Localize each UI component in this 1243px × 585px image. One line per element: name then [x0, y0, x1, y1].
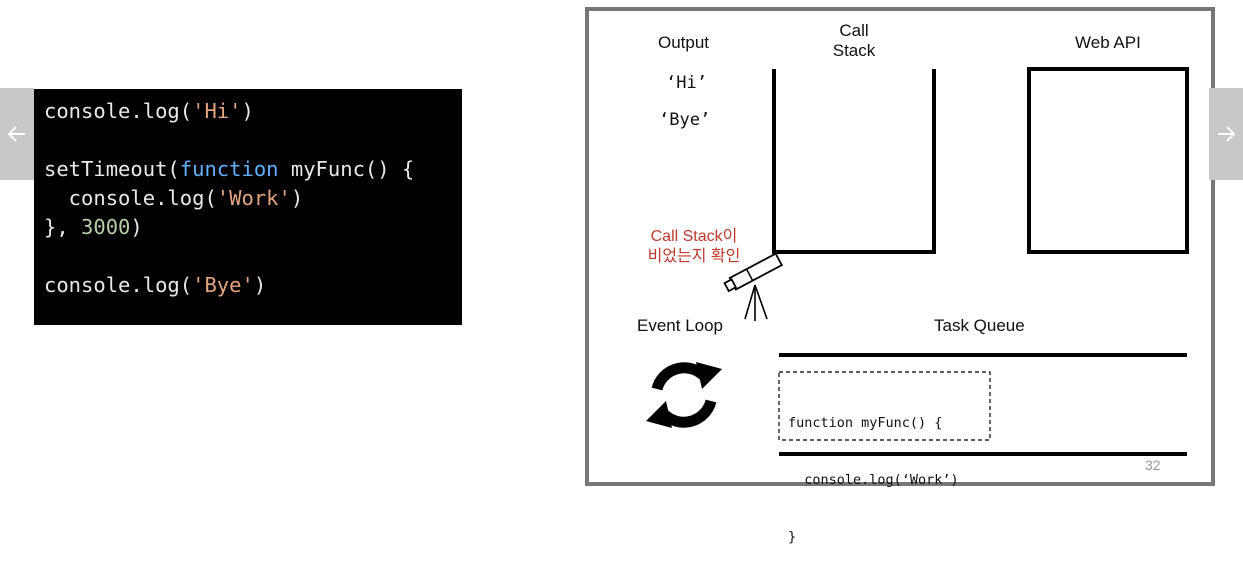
event-loop-label: Event Loop	[637, 316, 724, 335]
next-slide-button[interactable]	[1209, 88, 1243, 180]
code-block: console.log('Hi') setTimeout(function my…	[44, 97, 414, 300]
event-loop-slide: Output ‘Hi’ ‘Bye’ Call Stack Web API Cal…	[585, 7, 1215, 545]
prev-slide-button[interactable]	[0, 88, 34, 180]
telescope-icon	[723, 252, 784, 321]
page-number: 32	[1145, 457, 1161, 473]
code-snippet-panel: console.log('Hi') setTimeout(function my…	[34, 89, 462, 325]
check-empty-note: Call Stack이 비었는지 확인	[647, 228, 741, 265]
output-item-hi: ‘Hi’	[666, 73, 707, 93]
output-item-bye: ‘Bye’	[659, 110, 711, 130]
web-api-box	[1027, 67, 1189, 254]
code-line-4: }, 3000)	[44, 215, 143, 239]
arrow-right-icon	[1218, 126, 1236, 142]
call-stack-box	[772, 69, 936, 254]
queued-callback-box	[778, 371, 991, 441]
refresh-loop-icon	[646, 362, 722, 428]
arrow-left-icon	[7, 126, 25, 142]
code-line-5: console.log('Bye')	[44, 273, 267, 297]
web-api-label: Web API	[1075, 33, 1141, 52]
task-queue-label: Task Queue	[934, 316, 1025, 335]
code-line-3: console.log('Work')	[44, 186, 304, 210]
code-line-1: console.log('Hi')	[44, 99, 254, 123]
output-label: Output	[658, 33, 710, 52]
code-line-2: setTimeout(function myFunc() {	[44, 157, 415, 181]
queued-callback-code: function myFunc() { console.log(‘Work’) …	[788, 415, 959, 545]
slide-diagram	[646, 67, 1189, 456]
call-stack-label: Call Stack	[832, 21, 876, 60]
